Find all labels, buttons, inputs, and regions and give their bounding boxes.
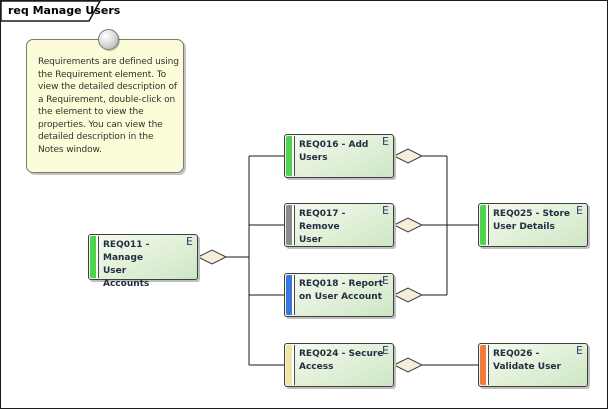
note-element[interactable]: Requirements are defined using the Requi… bbox=[26, 29, 184, 173]
stripe-separator bbox=[292, 345, 295, 385]
requirement-REQ011[interactable]: E REQ011 - Manage User Accounts bbox=[88, 234, 198, 289]
requirement-REQ018[interactable]: E REQ018 - Report on User Account bbox=[284, 273, 394, 317]
element-type-icon: E bbox=[576, 344, 583, 357]
element-type-icon: E bbox=[382, 204, 389, 217]
stripe-separator bbox=[292, 275, 295, 315]
note-anchor-ball-icon bbox=[98, 29, 119, 50]
frame-tab bbox=[1, 1, 101, 22]
requirement-REQ025[interactable]: E REQ025 - Store User Details bbox=[478, 203, 588, 247]
note-text: Requirements are defined using the Requi… bbox=[38, 57, 179, 155]
requirement-label: REQ011 - Manage User Accounts bbox=[103, 240, 150, 289]
aggregation-diamond[interactable] bbox=[196, 249, 228, 265]
status-stripe bbox=[286, 275, 292, 315]
element-type-icon: E bbox=[382, 274, 389, 287]
requirement-REQ016[interactable]: E REQ016 - Add Users bbox=[284, 134, 394, 178]
aggregation-diamond[interactable] bbox=[392, 357, 424, 373]
requirement-label: REQ018 - Report on User Account bbox=[299, 279, 383, 302]
element-type-icon: E bbox=[382, 135, 389, 148]
stripe-separator bbox=[486, 205, 489, 245]
requirement-label: REQ024 - Secure Access bbox=[299, 349, 384, 372]
requirement-label: REQ025 - Store User Details bbox=[493, 209, 571, 232]
status-stripe bbox=[480, 205, 486, 245]
stripe-separator bbox=[292, 136, 295, 176]
status-stripe bbox=[286, 136, 292, 176]
frame-title: req Manage Users bbox=[8, 4, 121, 17]
aggregation-diamond[interactable] bbox=[392, 217, 424, 233]
aggregation-diamond[interactable] bbox=[392, 148, 424, 164]
stripe-separator bbox=[96, 236, 99, 278]
aggregation-diamond[interactable] bbox=[392, 287, 424, 303]
stripe-separator bbox=[486, 345, 489, 385]
requirement-REQ024[interactable]: E REQ024 - Secure Access bbox=[284, 343, 394, 387]
requirement-REQ026[interactable]: E REQ026 - Validate User bbox=[478, 343, 588, 387]
requirement-label: REQ026 - Validate User bbox=[493, 349, 561, 372]
status-stripe bbox=[286, 345, 292, 385]
element-type-icon: E bbox=[382, 344, 389, 357]
requirement-label: REQ016 - Add Users bbox=[299, 140, 369, 163]
element-type-icon: E bbox=[186, 235, 193, 248]
requirement-label: REQ017 - Remove User bbox=[299, 209, 346, 245]
stripe-separator bbox=[292, 205, 295, 245]
element-type-icon: E bbox=[576, 204, 583, 217]
status-stripe bbox=[90, 236, 96, 278]
status-stripe bbox=[286, 205, 292, 245]
requirement-REQ017[interactable]: E REQ017 - Remove User bbox=[284, 203, 394, 247]
status-stripe bbox=[480, 345, 486, 385]
